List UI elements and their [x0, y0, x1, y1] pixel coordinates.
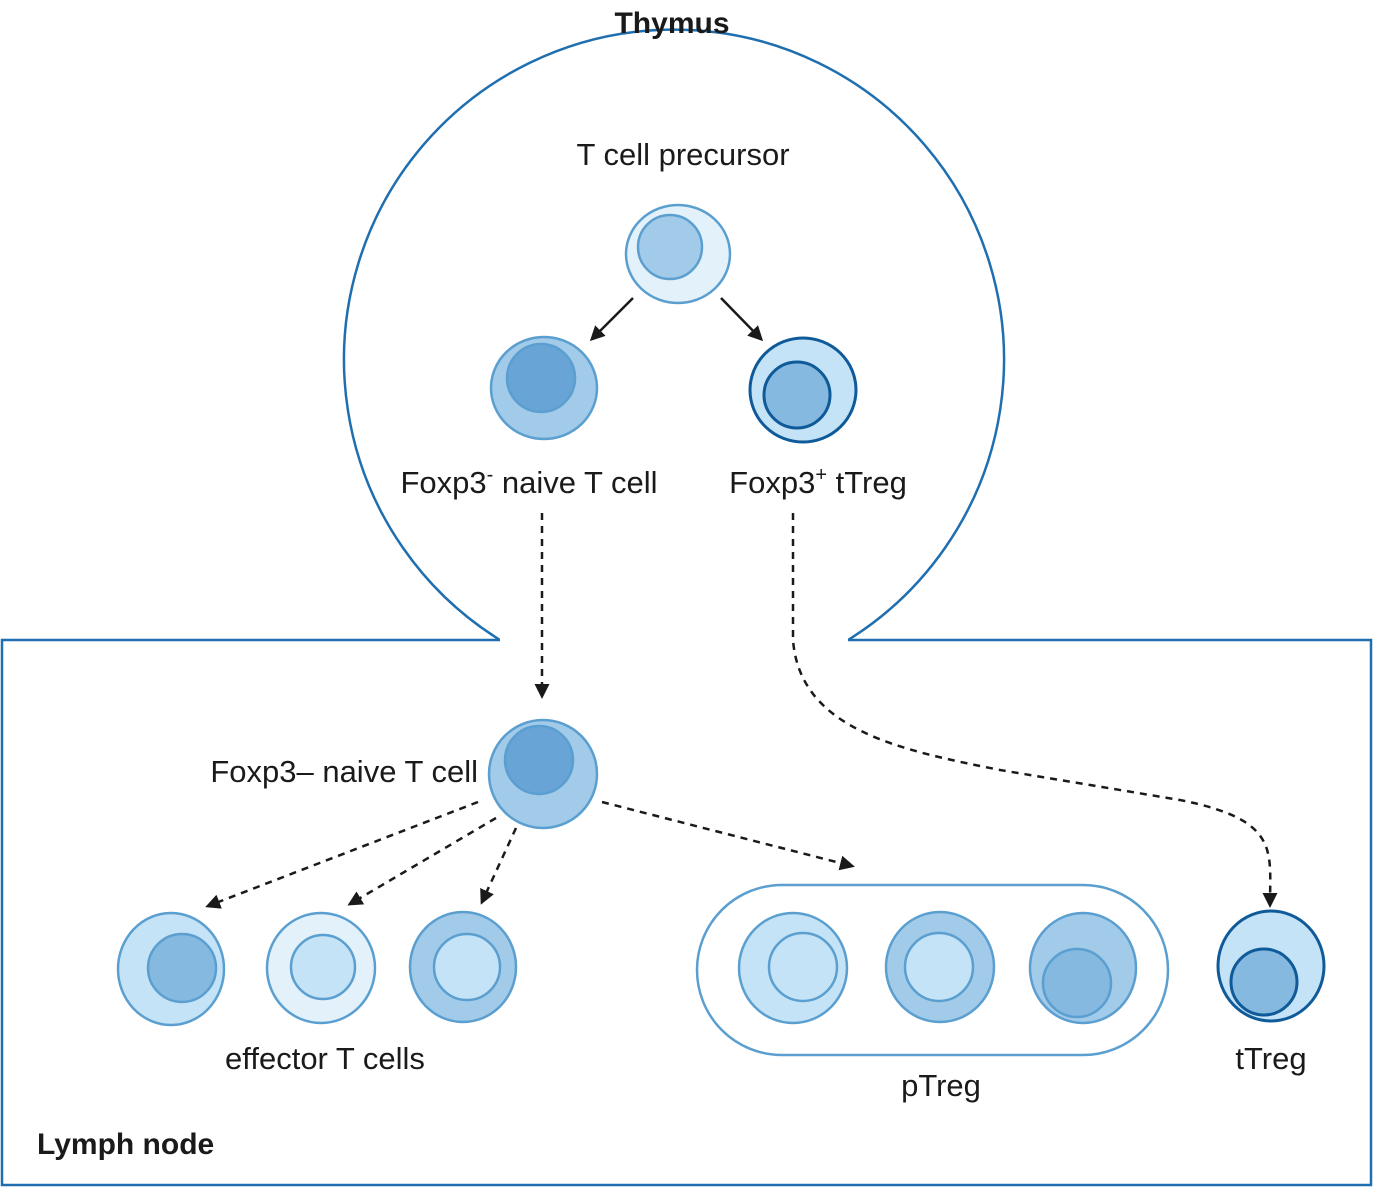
naive-t-cell-lymph: [487, 718, 599, 830]
ttreg-thymus-label: Foxp3+ tTreg: [729, 464, 907, 500]
arrow-ttreg-migration: [791, 513, 1278, 908]
arrow-to-naive: [589, 297, 634, 342]
naive-t-cell-thymus: [489, 335, 599, 441]
precursor-label: T cell precursor: [576, 137, 790, 172]
ttreg-lymph-label: tTreg: [1235, 1041, 1307, 1076]
precursor-cell: [624, 203, 732, 305]
naive-thymus-label: Foxp3- naive T cell: [400, 464, 658, 500]
ptreg-cell-3: [1028, 911, 1138, 1025]
ttreg-cell-lymph: [1216, 909, 1326, 1023]
arrow-to-effector-2: [347, 816, 497, 906]
effector-cell-2: [265, 911, 377, 1025]
arrow-to-ptreg: [601, 800, 855, 871]
lymph-node-label: Lymph node: [37, 1128, 215, 1161]
thymus-label: Thymus: [614, 7, 730, 40]
ptreg-cell-1: [737, 911, 849, 1025]
effector-cell-3: [408, 910, 518, 1024]
effector-label: effector T cells: [225, 1041, 425, 1076]
arrow-to-effector-3: [480, 827, 518, 905]
arrow-to-ttreg: [720, 297, 764, 342]
ttreg-cell-thymus: [748, 336, 858, 444]
lymph-node-region: [0, 638, 1373, 1187]
ptreg-group: [695, 883, 1170, 1057]
thymus-region: [342, 28, 1006, 642]
ptreg-cell-2: [884, 910, 996, 1024]
arrow-to-effector-1: [205, 800, 479, 909]
ptreg-label: pTreg: [901, 1068, 981, 1103]
effector-cell-1: [116, 911, 226, 1027]
naive-lymph-label: Foxp3– naive T cell: [210, 754, 478, 789]
